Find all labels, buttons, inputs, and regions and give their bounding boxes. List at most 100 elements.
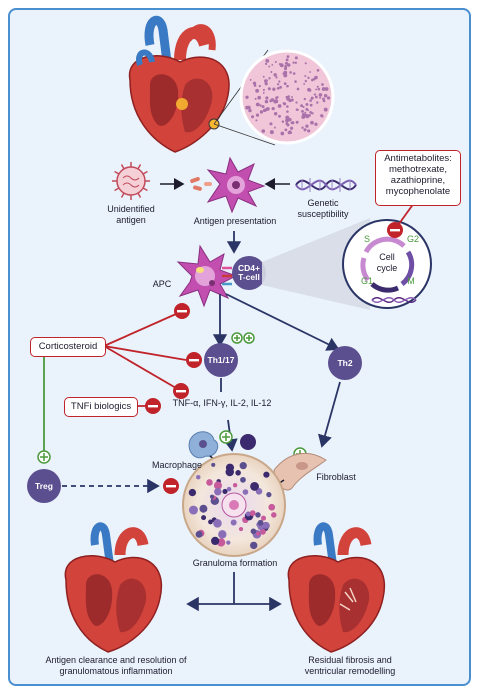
histology-nucleus (273, 112, 278, 116)
histology-nucleus (283, 82, 287, 86)
label-genetic-susceptibility: Genetic susceptibility (297, 198, 349, 219)
histology-nucleus (288, 98, 292, 103)
histology-nucleus (309, 71, 311, 73)
histology-nucleus (274, 99, 279, 104)
label-phase-s: S (363, 234, 370, 244)
virus-spike (142, 170, 148, 175)
histology-nucleus (268, 77, 271, 80)
granuloma-cell (226, 486, 232, 492)
histology-nucleus (284, 65, 288, 69)
histology-nucleus (295, 101, 298, 104)
label-antigen-presentation: Antigen presentation (193, 216, 277, 226)
granuloma-cell (208, 519, 213, 525)
histology-nucleus (315, 88, 318, 91)
granuloma-cell (196, 475, 201, 480)
histology-nucleus (267, 87, 271, 91)
histology-nucleus (262, 88, 265, 92)
antigen-virus-icon (112, 162, 150, 200)
granuloma-cell (188, 505, 198, 515)
histology-nucleus (301, 115, 306, 119)
histology-nucleus (302, 105, 305, 108)
granuloma-cell (249, 510, 256, 517)
histology-nucleus (303, 82, 306, 85)
histology-nucleus (304, 74, 307, 77)
granuloma-cell (263, 471, 270, 478)
inhibit-symbols-corticosteroid (173, 303, 202, 399)
histology-nucleus (316, 68, 320, 72)
histology-nucleus (281, 120, 285, 123)
histology-nucleus (275, 76, 278, 79)
cell-cycle-inset (342, 219, 432, 309)
histology-nucleus (285, 118, 289, 123)
histology-nucleus (316, 85, 319, 88)
histology-nucleus (286, 63, 291, 67)
granuloma-cell (222, 488, 228, 494)
granuloma-cell (188, 488, 197, 497)
histology-nucleus (310, 96, 314, 100)
macrophage-cell (188, 431, 256, 459)
bottom-left-heart (64, 522, 163, 653)
histology-nucleus (262, 108, 267, 113)
histology-nucleus (251, 115, 255, 119)
granuloma-cell (250, 528, 257, 535)
virus-spike (137, 192, 142, 198)
histology-nucleus (314, 122, 318, 126)
histology-nucleus (279, 85, 283, 89)
histology-nucleus (309, 103, 313, 107)
dendritic-cell-top (206, 156, 266, 214)
label-cell-cycle: Cell cycle (376, 252, 398, 273)
granuloma-cell (232, 483, 238, 488)
histology-nucleus (309, 99, 312, 102)
histology-nucleus (261, 105, 265, 109)
histology-nucleus (304, 62, 307, 65)
stimulate-symbols-th1-17 (231, 332, 255, 344)
histology-nucleus (276, 86, 280, 90)
histology-nucleus (271, 106, 275, 111)
histology-nucleus (301, 126, 304, 129)
histology-nucleus (255, 88, 260, 93)
histology-nucleus (280, 131, 285, 136)
histology-nucleus (322, 99, 326, 103)
histology-nucleus (289, 71, 292, 74)
granuloma-cell (213, 481, 222, 490)
histology-nucleus (305, 102, 309, 106)
histology-nucleus (301, 109, 304, 113)
histology-nucleus (292, 61, 295, 64)
histology-nucleus (294, 61, 298, 64)
granuloma-cell (260, 515, 267, 521)
histology-nucleus (296, 87, 300, 91)
histology-nucleus (273, 73, 277, 77)
histology-nucleus (269, 122, 273, 126)
granuloma-cell (226, 540, 231, 545)
histology-nucleus (285, 58, 289, 62)
histology-nucleus (305, 124, 309, 128)
histology-nucleus (285, 115, 290, 120)
histology-nucleus (286, 84, 289, 88)
histology-nucleus (286, 110, 289, 113)
label-th2: Th2 (337, 358, 353, 368)
histology-nucleus (259, 110, 264, 114)
granuloma-cell (271, 512, 277, 518)
histology-nucleus (288, 118, 292, 122)
granuloma-cell (214, 487, 222, 496)
cd4-tcell (232, 256, 266, 290)
histology-nucleus (314, 95, 318, 99)
bottom-right-heart (287, 522, 386, 653)
label-cytokines: TNF-α, IFN-γ, IL-2, IL-12 (172, 398, 272, 408)
histology-nucleus (303, 97, 307, 101)
granuloma-cell (257, 519, 264, 526)
label-fibroblast: Fibroblast (316, 472, 356, 482)
histology-nucleus (278, 80, 281, 83)
label-phase-g1: G1 (360, 276, 373, 286)
histology-nucleus (291, 96, 293, 98)
label-th1-17: Th1/17 (207, 355, 235, 365)
histology-nucleus (285, 122, 289, 126)
histology-nucleus (294, 80, 297, 83)
dna-helix-icon (295, 178, 357, 192)
histology-nucleus (255, 113, 260, 117)
histology-nucleus (277, 104, 282, 108)
histology-nucleus (245, 105, 249, 110)
corticosteroid-box: Corticosteroid (30, 337, 106, 357)
